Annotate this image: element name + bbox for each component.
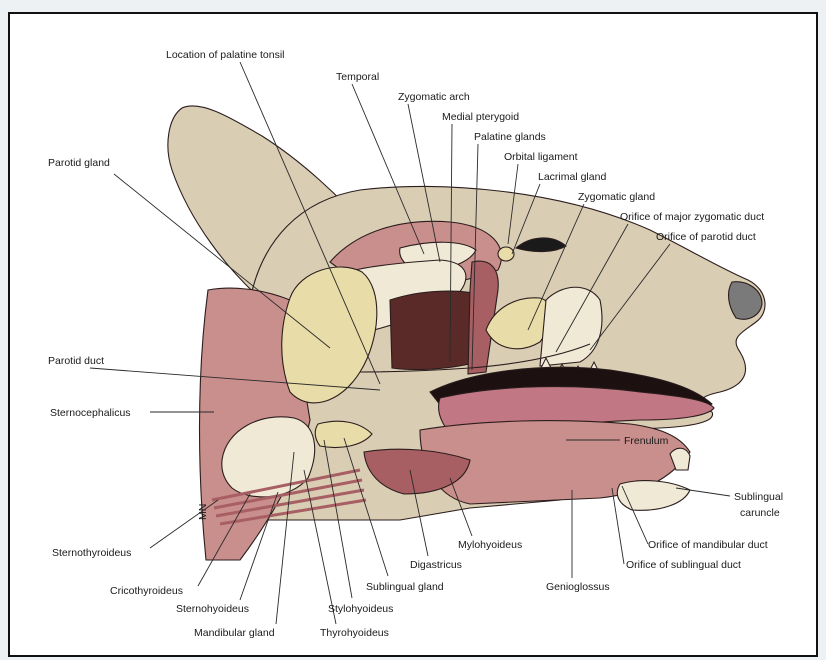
label-sternocephalicus: Sternocephalicus [50,407,131,419]
label-frenulum: Frenulum [624,435,669,447]
label-mandibular-gland: Mandibular gland [194,627,275,639]
label-parotid-duct: Parotid duct [48,355,104,367]
label-orifice-parotid: Orifice of parotid duct [656,231,756,243]
label-cricothyroideus: Cricothyroideus [110,585,183,597]
label-thyrohyoideus: Thyrohyoideus [320,627,389,639]
label-orifice-mandibular: Orifice of mandibular duct [648,539,768,551]
label-zygomatic-arch: Zygomatic arch [398,91,470,103]
label-orifice-sublingual: Orifice of sublingual duct [626,559,741,571]
label-orifice-major-zygomatic: Orifice of major zygomatic duct [620,211,764,223]
label-lacrimal-gland: Lacrimal gland [538,171,606,183]
label-palatine-glands: Palatine glands [474,131,546,143]
label-sublingual-caruncle-line2: caruncle [740,507,780,519]
label-zygomatic-gland: Zygomatic gland [578,191,655,203]
label-mylohyoideus: Mylohyoideus [458,539,522,551]
label-sternohyoideus: Sternohyoideus [176,603,249,615]
label-parotid-gland: Parotid gland [48,157,110,169]
sublingual-caruncle-shape [617,481,690,511]
label-stylohyoideus: Stylohyoideus [328,603,393,615]
label-orbital-ligament: Orbital ligament [504,151,578,163]
label-digastricus: Digastricus [410,559,462,571]
label-sternothyroideus: Sternothyroideus [52,547,131,559]
label-sublingual-caruncle-line1: Sublingual [734,491,783,503]
artist-signature: MN [197,504,209,520]
label-temporal: Temporal [336,71,379,83]
label-palatine-tonsil: Location of palatine tonsil [166,49,285,61]
illustration: MN [168,106,765,560]
label-genioglossus: Genioglossus [546,581,610,593]
label-sublingual-gland: Sublingual gland [366,581,444,593]
label-medial-pterygoid: Medial pterygoid [442,111,519,123]
lacrimal-gland-shape [498,247,514,261]
